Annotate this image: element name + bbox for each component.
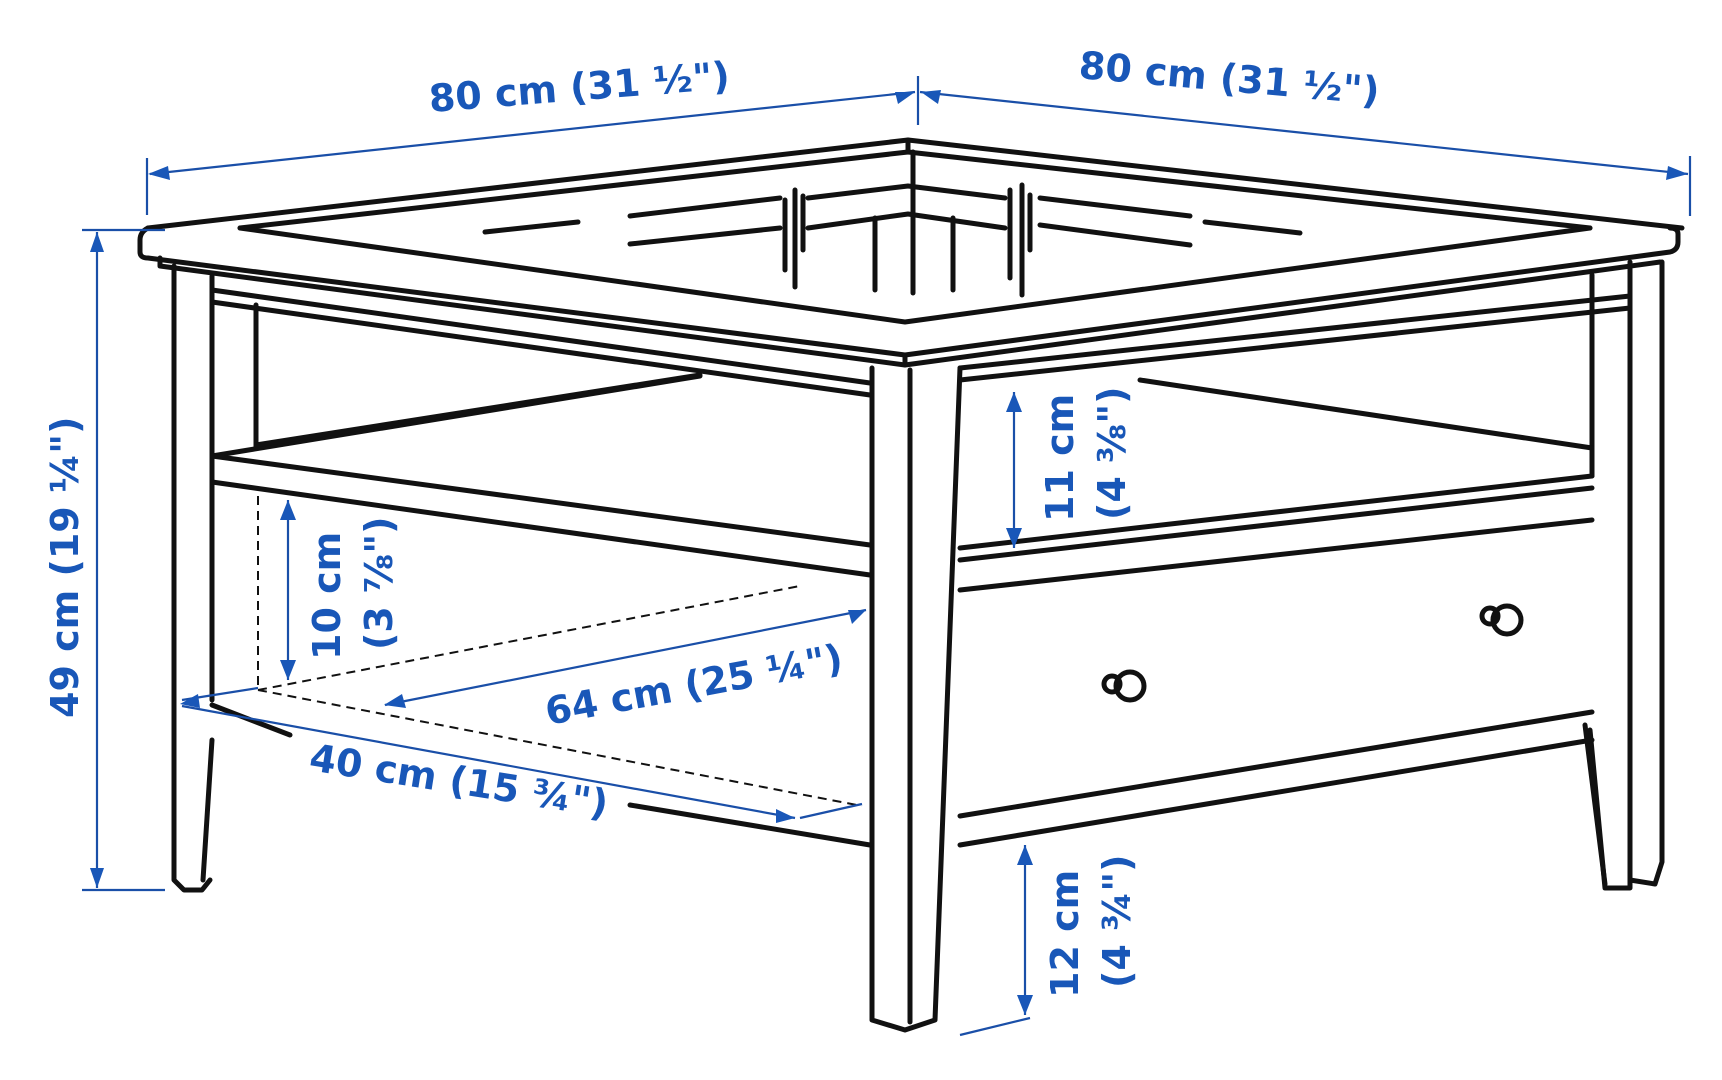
dimension-lines <box>82 76 1692 1037</box>
glass-reflections <box>482 149 1303 298</box>
dim-label-drawer-height-cm: 10 cm <box>305 532 349 660</box>
dim-label-width-left: 80 cm (31 ½") <box>427 53 731 121</box>
dim-label-drawer-depth: 40 cm (15 ¾") <box>307 735 612 826</box>
frame-legs <box>171 259 1665 1033</box>
drawers <box>209 517 1595 848</box>
dim-label-floor-cm: 12 cm <box>1043 870 1087 998</box>
dim-label-shelf-cm: 11 cm <box>1038 394 1082 522</box>
drawer-knob-right <box>1479 603 1524 637</box>
dim-label-width-right: 80 cm (31 ½") <box>1077 43 1381 113</box>
dim-label-shelf-in: (4 ⅜") <box>1090 386 1134 520</box>
shelf <box>209 372 1595 578</box>
hidden-drawer-outline <box>257 496 863 807</box>
dim-label-drawer-width: 64 cm (25 ¼") <box>542 636 846 734</box>
table-top <box>137 137 1685 368</box>
dim-label-drawer-height-in: (3 ⅞") <box>357 516 401 650</box>
drawer-knob-left <box>1101 669 1147 703</box>
dim-label-height-total: 49 cm (19 ¼") <box>43 417 87 718</box>
dim-label-floor-in: (4 ¾") <box>1095 854 1139 988</box>
